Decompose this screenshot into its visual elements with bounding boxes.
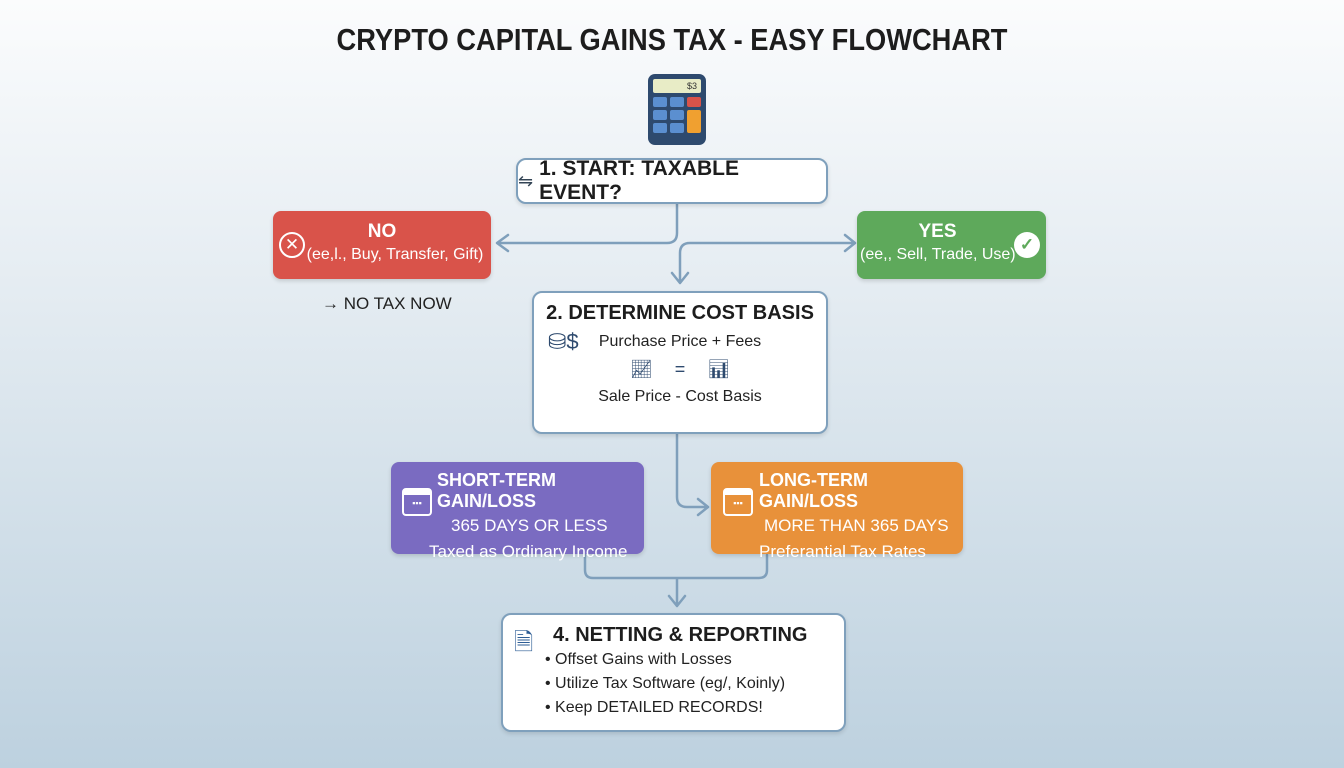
short-term-tax: Taxed as Ordinary Income (429, 542, 628, 561)
netting-item: • Keep DETAILED RECORDS! (545, 699, 763, 716)
netting-item: • Utilize Tax Software (eg/, Koinly) (545, 675, 786, 692)
netting-node: 🗎 4. NETTING & REPORTING • Offset Gains … (501, 613, 846, 732)
netting-title: 4. NETTING & REPORTING (553, 624, 808, 646)
connector-merge (583, 553, 769, 608)
chart-growth-icon: 📊︎ (707, 359, 731, 379)
long-term-period: MORE THAN 365 DAYS (764, 516, 949, 535)
no-examples: (ee,l., Buy, Transfer, Gift) (306, 246, 484, 263)
document-search-icon: 🗎 (514, 629, 534, 656)
sale-price-minus-cost-basis: Sale Price - Cost Basis (598, 388, 762, 405)
yes-examples: (ee,, Sell, Trade, Use) (860, 246, 1016, 263)
netting-item: • Offset Gains with Losses (545, 651, 732, 668)
yes-title: YES (918, 221, 957, 242)
start-label: 1. START: TAXABLE EVENT? (539, 157, 739, 204)
yes-node: YES (ee,, Sell, Trade, Use) ✓ (857, 211, 1046, 279)
long-term-title: LONG-TERM GAIN/LOSS (759, 470, 868, 511)
short-term-node: ▪▪▪ SHORT-TERM GAIN/LOSS 365 DAYS OR LES… (391, 462, 644, 561)
connector-to-yes (670, 233, 857, 285)
coins-icon: ⛁$ (548, 329, 579, 354)
page-title: CRYPTO CAPITAL GAINS TAX - EASY FLOWCHAR… (336, 22, 1008, 57)
no-tax-now: → NO TAX NOW (322, 294, 452, 313)
equals-sign: = (674, 359, 686, 379)
calculator-display: $3 (653, 79, 701, 93)
no-node: ✕ NO (ee,l., Buy, Transfer, Gift) (273, 211, 491, 279)
long-term-node: ▪▪▪ LONG-TERM GAIN/LOSS MORE THAN 365 DA… (711, 462, 963, 561)
no-title: NO (367, 221, 397, 242)
purchase-price-fees: Purchase Price + Fees (598, 333, 762, 350)
connector-cost-to-long (675, 432, 710, 517)
cost-basis-title: 2. DETERMINE COST BASIS (546, 302, 814, 324)
exchange-icon: ⇋ (518, 170, 534, 191)
calendar-icon: ▪▪▪ (402, 488, 432, 516)
calculator-icon: $3 (648, 74, 706, 145)
x-circle-icon: ✕ (279, 232, 305, 258)
cost-basis-node: 2. DETERMINE COST BASIS ⛁$ Purchase Pric… (532, 291, 828, 434)
chart-up-icon: 📈︎ (629, 359, 653, 379)
calendar-icon: ▪▪▪ (723, 488, 753, 516)
check-circle-icon: ✓ (1014, 232, 1040, 258)
short-term-period: 365 DAYS OR LESS (451, 516, 608, 535)
long-term-tax: Preferantial Tax Rates (759, 542, 926, 561)
start-node: ⇋ 1. START: TAXABLE EVENT? (516, 157, 828, 204)
connector-start-to-no (495, 202, 679, 253)
short-term-title: SHORT-TERM GAIN/LOSS (437, 470, 556, 511)
